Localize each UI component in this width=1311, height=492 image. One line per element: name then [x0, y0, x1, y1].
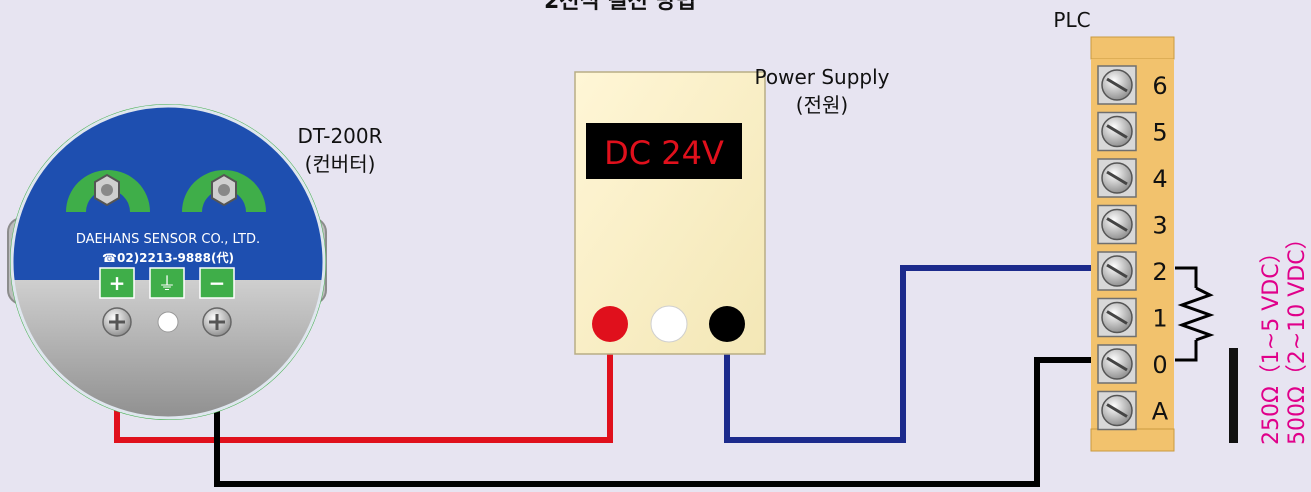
company-name: DAEHANS SENSOR CO., LTD. — [76, 232, 260, 247]
plc-terminal-5: 5 — [1097, 111, 1168, 152]
plc-block-bottom — [1090, 428, 1175, 452]
plc-screw-slot — [1106, 403, 1128, 418]
resistor-lead-bottom — [1175, 340, 1198, 362]
terminal-black-icon — [709, 306, 745, 342]
plc-terminal-A: A — [1097, 390, 1169, 431]
plc-name: PLC — [1053, 8, 1090, 32]
plc-screw-slot — [1106, 310, 1128, 325]
plc-terminal-label: A — [1152, 398, 1169, 426]
terminal-plus-box — [99, 267, 135, 299]
terminal-screw-plus — [102, 307, 132, 337]
plc-terminal-label: 2 — [1152, 258, 1167, 286]
power-supply-name: Power Supply — [755, 65, 890, 89]
plc-screw-slot — [1106, 263, 1128, 279]
power-supply-voltage: DC 24V — [604, 134, 724, 172]
pot-nut-left — [94, 173, 120, 207]
plc-terminal-label: 4 — [1152, 165, 1167, 193]
resistor-note-bar — [1229, 348, 1238, 443]
pot-nut-right — [211, 173, 237, 207]
plc-terminal-label: 3 — [1152, 212, 1167, 240]
terminal-screw-minus — [202, 307, 232, 337]
terminal-ground-box — [149, 267, 185, 299]
resistor-zigzag — [1177, 286, 1215, 342]
terminal-ground-label: ⏚ — [158, 274, 176, 295]
plc-terminal-0: 0 — [1097, 344, 1168, 384]
plc-terminal-label: 5 — [1152, 119, 1167, 147]
terminal-minus-label: − — [209, 271, 226, 295]
plc-screw-slot — [1106, 170, 1128, 186]
plc-terminal-6: 6 — [1097, 65, 1168, 105]
resistor-note-250: 250Ω（1~5 VDC） — [1259, 241, 1284, 445]
power-supply-subtitle: (전원) — [796, 93, 848, 117]
plc-terminal-4: 4 — [1097, 158, 1168, 198]
wire-blue — [724, 265, 1110, 443]
plc-screw-slot — [1106, 124, 1128, 139]
terminal-white-icon — [650, 305, 688, 343]
converter-name: DT-200R — [297, 124, 382, 148]
arch-right — [182, 170, 266, 212]
wire-black — [214, 325, 1110, 487]
power-supply: DC 24V Power Supply (전원) — [574, 65, 890, 355]
plc-block-top — [1090, 36, 1175, 60]
resistor-lead-top — [1175, 266, 1198, 288]
arch-left — [66, 170, 150, 212]
plc-terminal-label: 6 — [1152, 72, 1167, 100]
company-phone: ☎02)2213-9888(代) — [102, 250, 234, 265]
plc-terminal-block: PLC 6 5 4 3 2 1 0A — [1053, 8, 1175, 452]
plc-screw-slot — [1106, 356, 1128, 372]
terminal-plus-label: + — [109, 271, 126, 295]
terminal-ground-hole — [157, 311, 179, 333]
terminal-minus-box — [199, 267, 235, 299]
plc-terminal-label: 1 — [1152, 305, 1167, 333]
terminal-red-icon — [592, 306, 628, 342]
converter-rim — [10, 104, 326, 420]
converter-dt200r: DAEHANS SENSOR CO., LTD. ☎02)2213-9888(代… — [7, 104, 383, 420]
diagram-title: 2선식 결선 방법 — [544, 0, 696, 14]
plc-terminal-3: 3 — [1097, 204, 1168, 245]
converter-metal-base — [12, 280, 324, 418]
resistor-note-500: 500Ω（2~10 VDC） — [1285, 227, 1310, 445]
plc-terminal-1: 1 — [1097, 297, 1168, 338]
power-supply-display — [586, 123, 742, 179]
plc-terminal-label: 0 — [1152, 351, 1167, 379]
plc-screw-slot — [1106, 217, 1128, 232]
plc-screw-slot — [1106, 77, 1128, 93]
plc-terminal-2: 2 — [1097, 251, 1168, 291]
converter-subtitle: (컨버터) — [305, 152, 376, 176]
resistor — [1175, 266, 1215, 362]
